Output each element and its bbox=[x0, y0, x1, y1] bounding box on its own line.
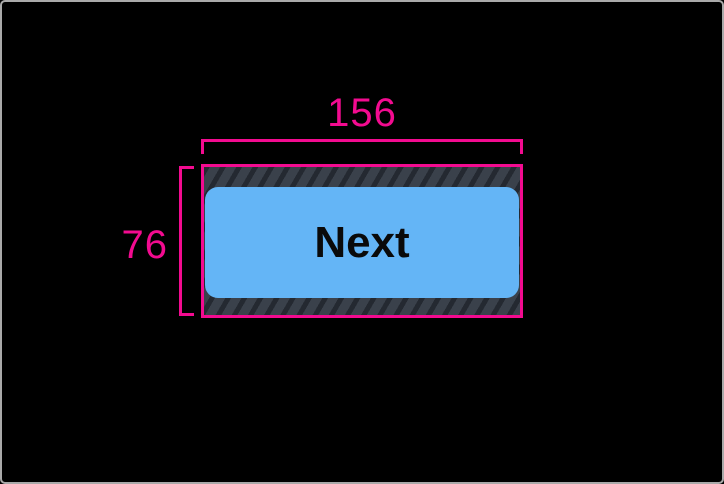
next-button[interactable]: Next bbox=[205, 187, 519, 298]
touch-target-overlay: Next bbox=[201, 164, 523, 318]
width-measure-bracket bbox=[201, 139, 523, 154]
width-dimension-label: 156 bbox=[327, 91, 397, 135]
height-measure-bracket bbox=[179, 166, 194, 316]
height-dimension-label: 76 bbox=[121, 223, 168, 267]
